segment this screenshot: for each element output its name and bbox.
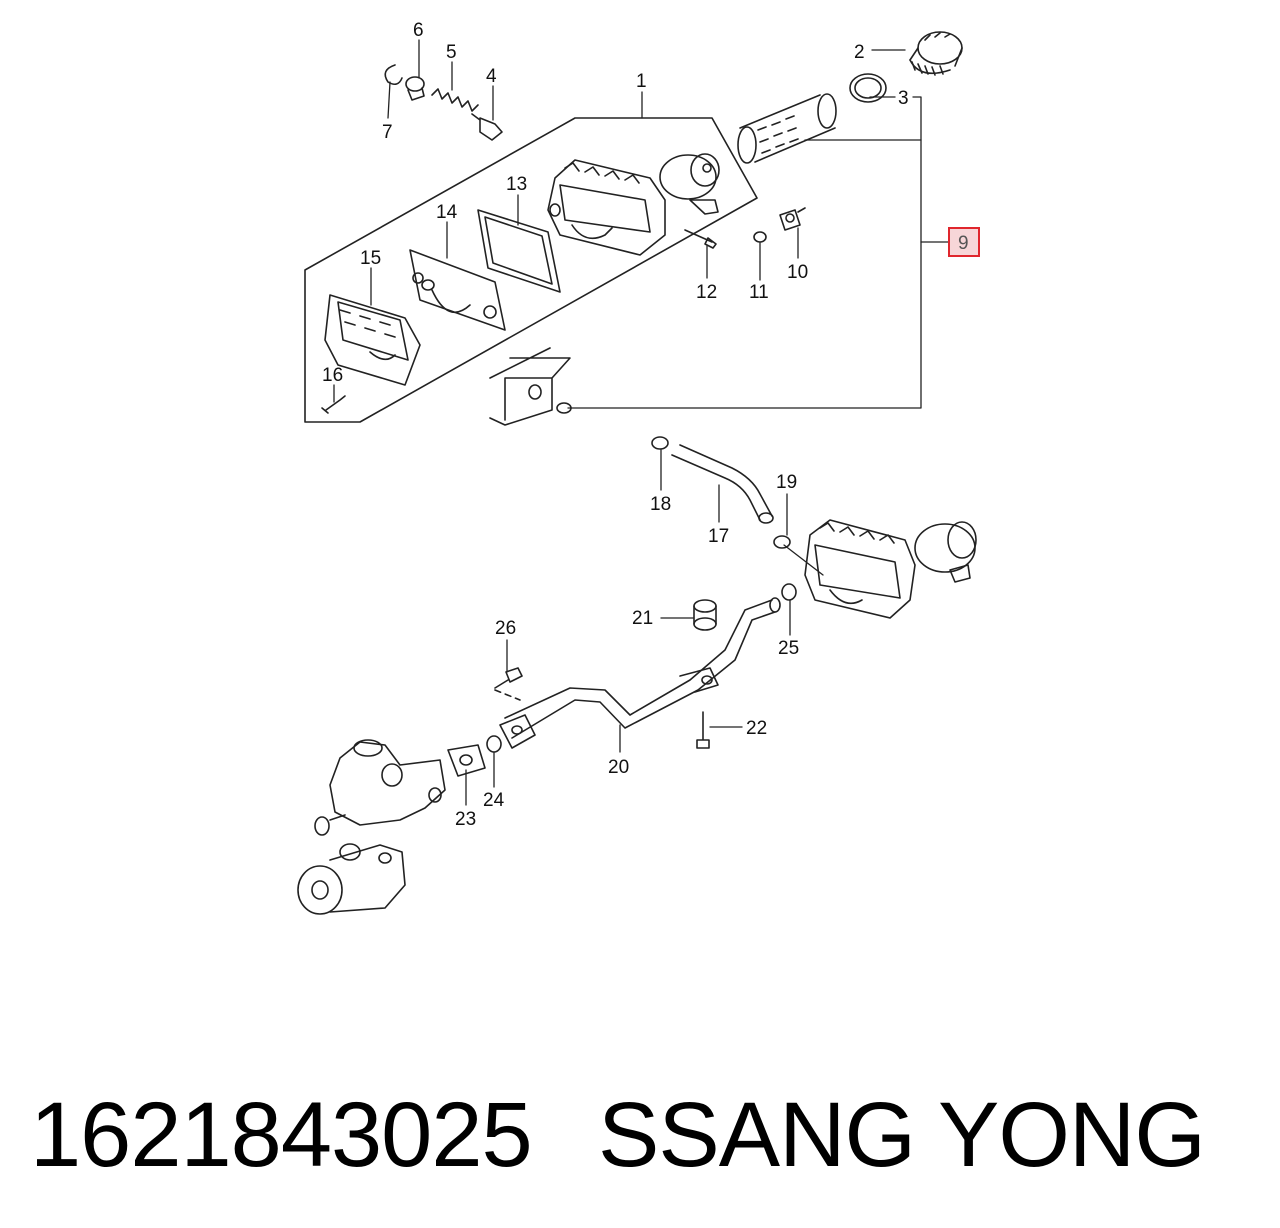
oil-cooler-housing-top: [547, 153, 720, 256]
callout-labels: 1 2 3 4 5 6 7 9 10 11 12 13 14 15 16 17 …: [322, 20, 980, 830]
exploded-parts-diagram: 1 2 3 4 5 6 7 9 10 11 12 13 14 15 16 17 …: [297, 20, 980, 915]
brand-name: SSANG YONG: [598, 1084, 1206, 1186]
retainer-part-6: [405, 76, 425, 101]
part-number: 1621843025: [30, 1084, 533, 1186]
callout-3: 3: [898, 88, 909, 109]
gasket-part-13: [477, 209, 561, 293]
callout-4: 4: [486, 66, 497, 87]
pipe-part-20: [504, 599, 776, 739]
callout-15: 15: [360, 248, 381, 269]
callout-20: 20: [608, 757, 629, 778]
bolt-part-22: [696, 711, 710, 749]
callout-19: 19: [776, 472, 797, 493]
filter-cap-part: [909, 31, 963, 76]
leader-lines: [333, 39, 951, 806]
pump-assembly: [297, 739, 446, 915]
callout-6: 6: [413, 20, 424, 41]
o-ring-part: [849, 73, 887, 103]
callout-7: 7: [382, 122, 393, 143]
callout-13: 13: [506, 174, 527, 195]
footer-caption: 1621843025 SSANG YONG: [0, 1060, 1280, 1210]
callout-16: 16: [322, 365, 343, 386]
housing-part-15: [324, 294, 421, 386]
callout-26: 26: [495, 618, 516, 639]
clamp-part-18: [651, 436, 669, 450]
callout-12: 12: [696, 282, 717, 303]
callout-2: 2: [854, 42, 865, 63]
oil-cooler-housing-right: [804, 519, 977, 619]
callout-22: 22: [746, 718, 767, 739]
clamp-part-19: [773, 535, 791, 549]
callout-18: 18: [650, 494, 671, 515]
callout-10: 10: [787, 262, 808, 283]
callout-5: 5: [446, 42, 457, 63]
callout-14: 14: [436, 202, 458, 223]
plate-part-14: [409, 249, 506, 331]
callout-25: 25: [778, 638, 799, 659]
bolt-part-12: [684, 229, 717, 249]
callout-21: 21: [632, 608, 653, 629]
o-ring-part-25: [781, 583, 797, 601]
o-ring-part-24: [486, 735, 502, 753]
spacer-part-21: [693, 599, 717, 631]
assembly-outline: [304, 117, 758, 423]
washer-part-11: [753, 231, 767, 243]
bolt-part-16: [321, 395, 346, 414]
filter-element-part: [737, 93, 837, 164]
spring-part-5: [431, 88, 479, 112]
callout-23: 23: [455, 809, 476, 830]
clip-part-7: [384, 64, 403, 86]
callout-9: 9: [958, 233, 969, 254]
callout-1: 1: [636, 71, 647, 92]
sensor-part: [779, 207, 806, 231]
engine-block-fragment: [489, 347, 572, 426]
bolt-part-26: [494, 667, 523, 689]
bolt-part-4: [471, 113, 503, 141]
callout-17: 17: [708, 526, 729, 547]
callout-24: 24: [483, 790, 505, 811]
gasket-part-23: [447, 744, 486, 777]
callout-11: 11: [749, 282, 769, 303]
callout-9-highlight-box: [948, 227, 980, 257]
hose-part-17: [671, 444, 773, 521]
